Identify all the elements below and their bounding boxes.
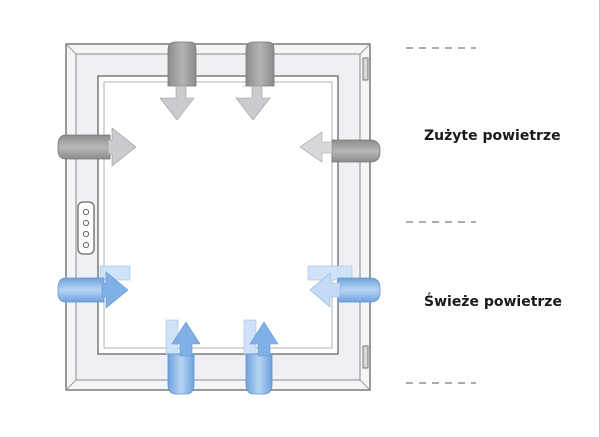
window-handle-icon [77,201,95,255]
fresh-air-label: Świeże powietrze [424,294,562,310]
hinge-icon [362,345,369,369]
fresh-air-bottom-left-arrow [165,319,201,395]
used-air-top-left-arrow [159,41,197,121]
used-air-top-right-arrow [235,41,275,121]
used-air-right-arrow [299,131,381,163]
hinge-icon [362,57,369,81]
fresh-air-bottom-right-arrow [243,319,279,395]
window-frame [65,43,371,391]
used-air-left-arrow [57,127,137,167]
fresh-air-right-arrow [307,265,381,308]
fresh-air-left-arrow [57,265,131,309]
used-air-label: Zużyte powietrze [424,128,561,144]
